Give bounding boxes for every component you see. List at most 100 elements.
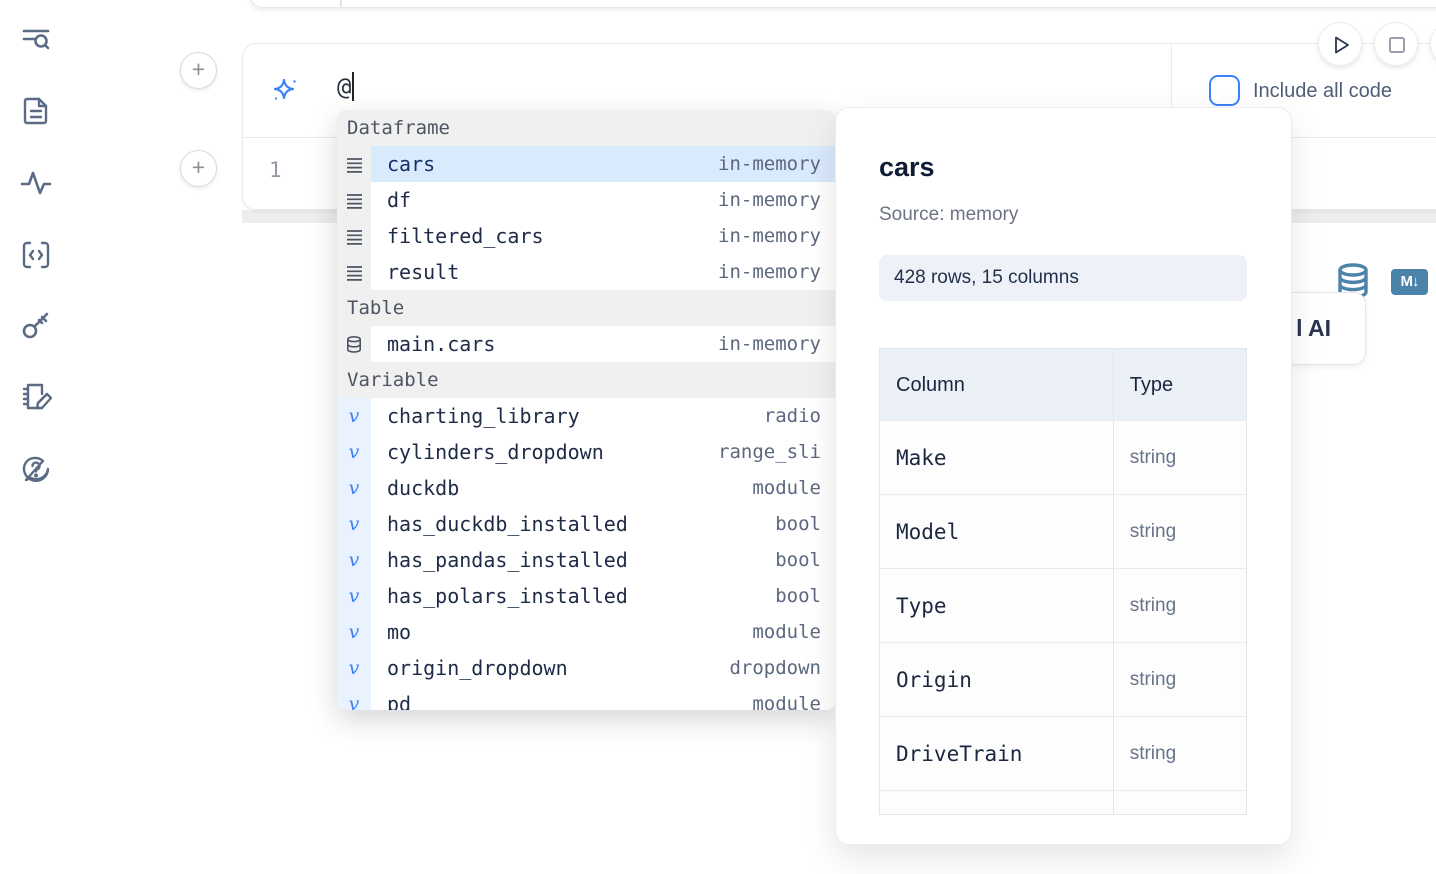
schema-row-model: Model string bbox=[880, 495, 1246, 569]
dataframe-icon bbox=[337, 218, 371, 254]
type-header: Type bbox=[1112, 349, 1246, 420]
column-name: Model bbox=[896, 520, 960, 544]
column-name: Type bbox=[896, 594, 947, 618]
play-icon bbox=[1335, 36, 1349, 54]
key-icon[interactable] bbox=[20, 309, 52, 341]
autocomplete-item-has-polars-installed[interactable]: v has_polars_installed bool bbox=[337, 578, 835, 614]
include-all-code-label: Include all code bbox=[1253, 80, 1392, 102]
item-name: main.cars bbox=[387, 332, 496, 356]
previous-cell-divider bbox=[340, 0, 342, 7]
column-name: Origin bbox=[896, 668, 972, 692]
schema-row-partial bbox=[880, 791, 1246, 814]
autocomplete-item-result[interactable]: result in-memory bbox=[337, 254, 835, 290]
column-type: string bbox=[1112, 717, 1246, 790]
markdown-icon[interactable]: M↓ bbox=[1391, 269, 1428, 295]
item-type: bool bbox=[775, 585, 821, 607]
schema-table[interactable]: Column Type Make string Model string Typ… bbox=[879, 348, 1247, 815]
column-name: DriveTrain bbox=[896, 742, 1023, 766]
section-header-dataframe: Dataframe bbox=[337, 110, 835, 146]
item-type: range_sli bbox=[718, 441, 821, 463]
schema-row-origin: Origin string bbox=[880, 643, 1246, 717]
schema-row-make: Make string bbox=[880, 421, 1246, 495]
schema-row-drivetrain: DriveTrain string bbox=[880, 717, 1246, 791]
item-type: bool bbox=[775, 513, 821, 535]
ai-sparkle-icon bbox=[271, 76, 301, 106]
autocomplete-item-cylinders-dropdown[interactable]: v cylinders_dropdown range_sli bbox=[337, 434, 835, 470]
autocomplete-item-main-cars[interactable]: main.cars in-memory bbox=[337, 326, 835, 362]
ai-prompt-input[interactable]: @ bbox=[337, 72, 355, 101]
item-type: radio bbox=[763, 405, 821, 427]
item-type: dropdown bbox=[729, 657, 821, 679]
item-type: in-memory bbox=[718, 333, 821, 355]
item-type: in-memory bbox=[718, 261, 821, 283]
item-name: df bbox=[387, 188, 412, 212]
preview-title: cars bbox=[879, 152, 935, 182]
ai-row-divider bbox=[1171, 44, 1172, 138]
column-type: string bbox=[1112, 643, 1246, 716]
ai-prompt-value: @ bbox=[337, 73, 352, 101]
notebook-edit-icon[interactable] bbox=[20, 381, 53, 413]
variable-icon: v bbox=[337, 686, 371, 710]
variable-icon: v bbox=[337, 398, 371, 434]
add-cell-below-button[interactable]: + bbox=[180, 150, 217, 187]
item-name: result bbox=[387, 260, 460, 284]
autocomplete-item-cars[interactable]: cars in-memory bbox=[337, 146, 835, 182]
item-type: module bbox=[752, 621, 821, 643]
column-type: string bbox=[1112, 421, 1246, 494]
toc-search-icon[interactable] bbox=[20, 24, 52, 56]
dataframe-preview-panel: cars Source: memory 428 rows, 15 columns… bbox=[835, 107, 1292, 845]
autocomplete-item-charting-library[interactable]: v charting_library radio bbox=[337, 398, 835, 434]
code-block-icon[interactable] bbox=[20, 239, 52, 271]
item-type: module bbox=[752, 477, 821, 499]
autocomplete-item-pd-partial[interactable]: v pd module bbox=[337, 686, 835, 710]
line-number: 1 bbox=[269, 158, 282, 182]
sidebar bbox=[0, 0, 70, 874]
column-header: Column bbox=[896, 374, 965, 396]
variable-icon: v bbox=[337, 470, 371, 506]
variable-icon: v bbox=[337, 542, 371, 578]
text-cursor bbox=[352, 72, 355, 101]
autocomplete-item-has-pandas-installed[interactable]: v has_pandas_installed bool bbox=[337, 542, 835, 578]
dataframe-icon bbox=[337, 254, 371, 290]
schema-header-row: Column Type bbox=[880, 349, 1246, 421]
item-name: filtered_cars bbox=[387, 224, 544, 248]
item-name: charting_library bbox=[387, 404, 580, 428]
add-cell-above-button[interactable]: + bbox=[180, 52, 217, 89]
autocomplete-dropdown: Dataframe cars in-memory df in-memory fi… bbox=[337, 110, 835, 710]
item-type: module bbox=[752, 693, 821, 710]
autocomplete-item-mo[interactable]: v mo module bbox=[337, 614, 835, 650]
item-type: in-memory bbox=[718, 189, 821, 211]
variable-icon: v bbox=[337, 506, 371, 542]
item-type: in-memory bbox=[718, 225, 821, 247]
item-type: bool bbox=[775, 549, 821, 571]
run-cell-button[interactable] bbox=[1318, 22, 1362, 66]
stop-kernel-button[interactable] bbox=[1374, 22, 1418, 66]
column-type: string bbox=[1112, 569, 1246, 642]
variable-icon: v bbox=[337, 578, 371, 614]
item-name: cars bbox=[387, 152, 436, 176]
item-type: in-memory bbox=[718, 153, 821, 175]
activity-icon[interactable] bbox=[20, 167, 52, 199]
autocomplete-item-df[interactable]: df in-memory bbox=[337, 182, 835, 218]
document-icon[interactable] bbox=[20, 95, 52, 127]
variable-icon: v bbox=[337, 614, 371, 650]
autocomplete-item-duckdb[interactable]: v duckdb module bbox=[337, 470, 835, 506]
item-name: has_polars_installed bbox=[387, 584, 628, 608]
include-all-code-checkbox[interactable] bbox=[1209, 75, 1240, 106]
dataframe-icon bbox=[337, 182, 371, 218]
section-header-variable: Variable bbox=[337, 362, 835, 398]
column-type: string bbox=[1112, 495, 1246, 568]
item-name: duckdb bbox=[387, 476, 460, 500]
column-name: Make bbox=[896, 446, 947, 470]
autocomplete-item-filtered-cars[interactable]: filtered_cars in-memory bbox=[337, 218, 835, 254]
help-chat-icon[interactable] bbox=[20, 454, 52, 486]
item-name: mo bbox=[387, 620, 412, 644]
item-name: pd bbox=[387, 692, 412, 710]
autocomplete-item-has-duckdb-installed[interactable]: v has_duckdb_installed bool bbox=[337, 506, 835, 542]
item-name: has_duckdb_installed bbox=[387, 512, 628, 536]
previous-cell-fragment bbox=[250, 0, 1436, 8]
stop-icon bbox=[1389, 37, 1405, 53]
autocomplete-item-origin-dropdown[interactable]: v origin_dropdown dropdown bbox=[337, 650, 835, 686]
item-name: cylinders_dropdown bbox=[387, 440, 604, 464]
